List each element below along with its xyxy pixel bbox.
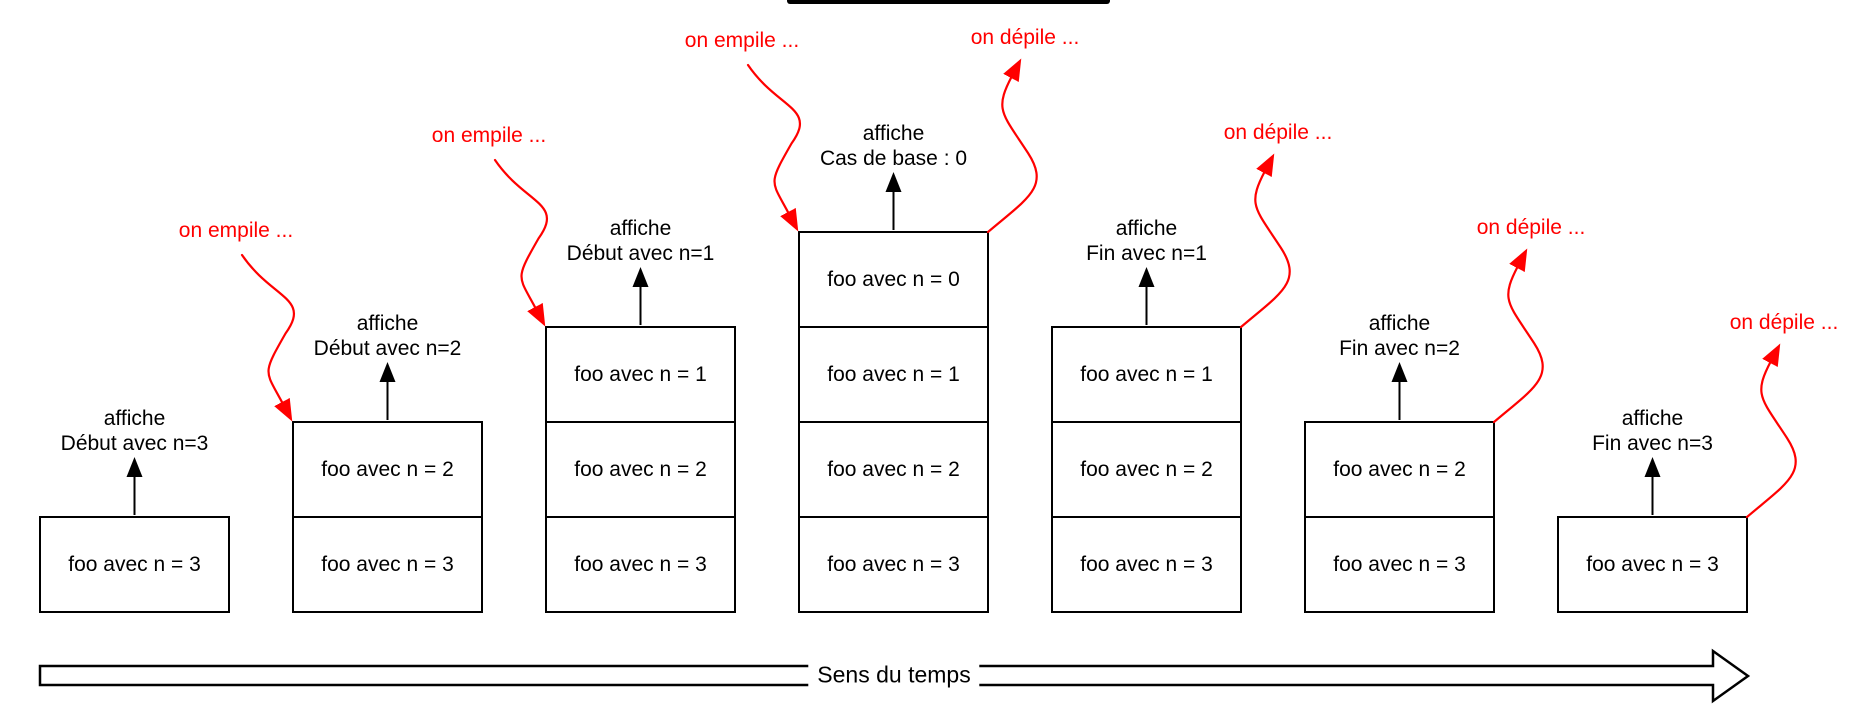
stack-frame-box [545, 516, 736, 613]
timeline-arrow [38, 648, 1751, 704]
pop-arrow [1239, 153, 1291, 329]
push-arrow [240, 253, 295, 422]
stack-frame-box [798, 326, 989, 423]
stack-frame-box [1304, 516, 1495, 613]
stack-frame-box [798, 231, 989, 328]
stack-frame-box [1051, 326, 1242, 423]
stack-frame-box [798, 516, 989, 613]
stack-frame-box [798, 421, 989, 518]
pop-arrow [1492, 248, 1544, 424]
pop-arrow [1745, 343, 1797, 519]
stack-frame-box [292, 516, 483, 613]
pop-arrow [986, 58, 1038, 234]
stack-frame-box [1304, 421, 1495, 518]
cropped-title-edge [787, 0, 1110, 4]
stack-frame-box [1557, 516, 1748, 613]
push-arrow [746, 63, 801, 232]
stack-frame-box [545, 326, 736, 423]
push-arrow [493, 158, 548, 327]
stack-frame-box [1051, 421, 1242, 518]
stack-frame-box [1051, 516, 1242, 613]
stack-frame-box [545, 421, 736, 518]
stack-frame-box [292, 421, 483, 518]
stack-frame-box [39, 516, 230, 613]
